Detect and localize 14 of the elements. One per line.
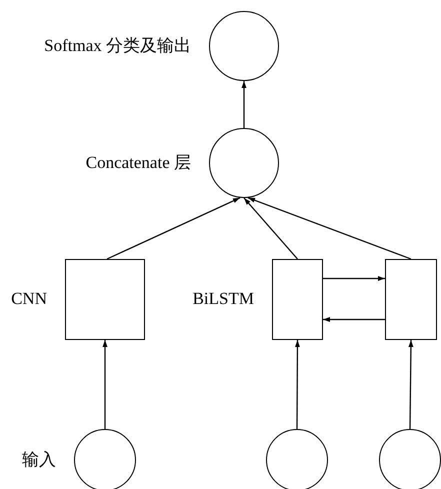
arrow (106, 197, 240, 260)
arrow (244, 198, 298, 260)
layer-label: BiLSTM (192, 290, 254, 309)
layer-label: Concatenate 层 (86, 154, 191, 172)
arrow (323, 276, 385, 281)
layer-label: 输入 (22, 450, 56, 470)
arrow (248, 197, 412, 260)
arrow (102, 340, 108, 429)
layer-label: CNN (11, 290, 47, 309)
arrow (408, 340, 414, 429)
arrow (242, 81, 246, 128)
layer-label: Softmax 分类及输出 (44, 36, 191, 56)
arrow (295, 340, 300, 429)
arrow (323, 317, 385, 322)
